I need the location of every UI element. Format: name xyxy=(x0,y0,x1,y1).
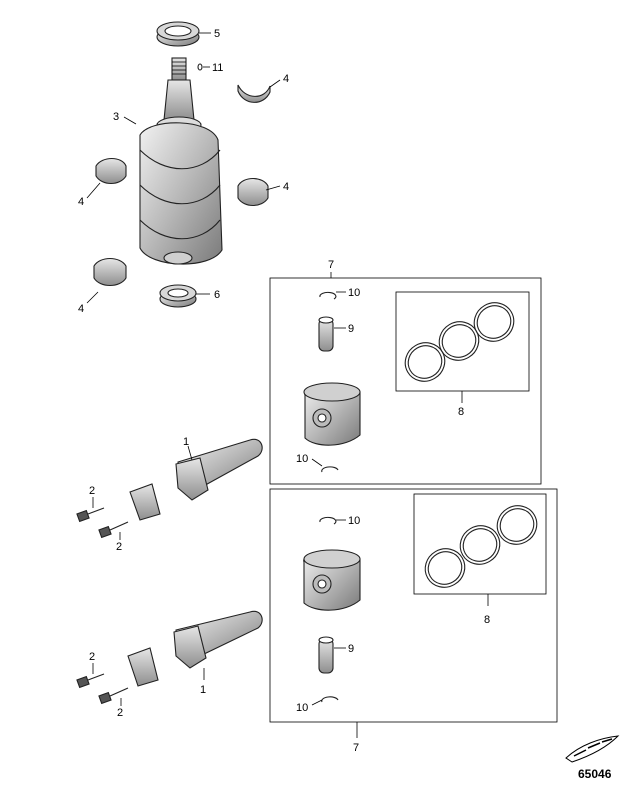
piston-pin-retainer-lower-bottom xyxy=(321,696,339,703)
main-bearing-middle-right xyxy=(237,177,269,207)
rod-bolt-upper-a xyxy=(76,507,105,523)
main-bearing-upper-right xyxy=(237,84,271,103)
crankshaft xyxy=(139,57,223,265)
rod-bolt-lower-a xyxy=(76,673,105,689)
callout-2-upper-a: 2 xyxy=(89,485,95,497)
main-bearing-left-upper xyxy=(95,157,127,185)
callout-4-left-lower: 4 xyxy=(78,303,84,315)
callout-3: 3 xyxy=(113,111,119,123)
piston-pin-lower xyxy=(318,636,334,674)
connecting-rod-cap-upper xyxy=(129,483,161,521)
piston-ring-box-lower xyxy=(413,493,547,595)
rod-bolt-lower-b xyxy=(98,687,129,705)
callout-7-lower: 7 xyxy=(353,742,359,754)
connecting-rod-upper xyxy=(175,438,263,501)
callout-10-upper-bottom: 10 xyxy=(296,453,308,465)
upper-crankshaft-seal xyxy=(156,21,200,47)
piston-rings-lower xyxy=(424,505,538,588)
callout-8-lower: 8 xyxy=(484,614,490,626)
callout-5: 5 xyxy=(214,28,220,40)
callout-7-upper: 7 xyxy=(328,259,334,271)
connecting-rod-cap-lower xyxy=(127,647,159,687)
lower-crankshaft-seal xyxy=(159,284,197,308)
crankshaft-key xyxy=(197,63,203,71)
brand-logo-icon xyxy=(565,735,620,763)
piston-pin-retainer-upper-bottom xyxy=(321,466,339,473)
connecting-rod-lower xyxy=(173,610,263,669)
callout-10-lower-top: 10 xyxy=(348,515,360,527)
callout-11: 11 xyxy=(212,62,223,74)
callout-4-middle: 4 xyxy=(283,181,289,193)
callout-2-lower-b: 2 xyxy=(117,707,123,719)
piston-upper xyxy=(303,382,361,446)
callout-6: 6 xyxy=(214,289,220,301)
callout-2-lower-a: 2 xyxy=(89,651,95,663)
callout-10-lower-bottom: 10 xyxy=(296,702,308,714)
callout-1-lower: 1 xyxy=(200,684,206,696)
piston-pin-retainer-upper-top xyxy=(319,291,337,300)
piston-pin-upper xyxy=(318,316,334,352)
callout-8-upper: 8 xyxy=(458,406,464,418)
piston-lower xyxy=(303,549,361,611)
callout-9-upper: 9 xyxy=(348,323,354,335)
rod-bolt-upper-b xyxy=(98,521,129,539)
callout-4-upper: 4 xyxy=(283,73,289,85)
callout-10-upper-top: 10 xyxy=(348,287,360,299)
callout-1-upper: 1 xyxy=(183,436,189,448)
piston-pin-retainer-lower-top xyxy=(319,516,337,525)
piston-rings-upper xyxy=(404,302,515,382)
figure-number: 65046 xyxy=(578,767,612,781)
callout-2-upper-b: 2 xyxy=(116,541,122,553)
main-bearing-left-lower xyxy=(93,257,127,287)
piston-ring-box-upper xyxy=(395,291,530,392)
piston-assembly-box-upper xyxy=(269,277,542,485)
callout-9-lower: 9 xyxy=(348,643,354,655)
callout-4-left-upper: 4 xyxy=(78,196,84,208)
piston-assembly-box-lower xyxy=(269,488,558,723)
